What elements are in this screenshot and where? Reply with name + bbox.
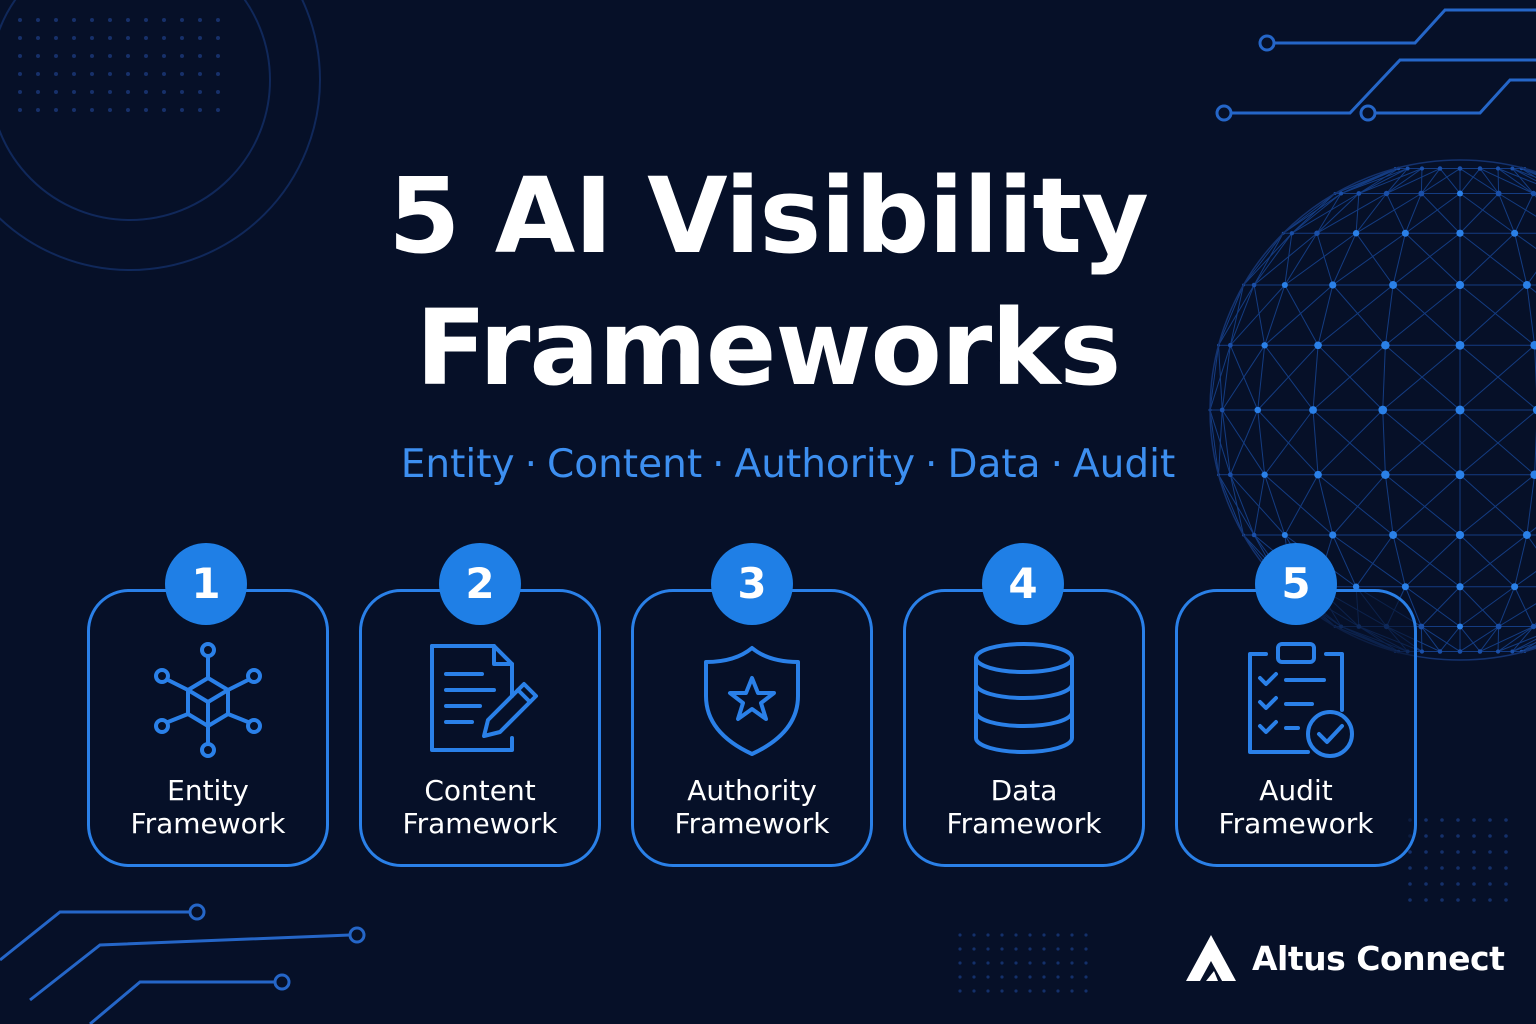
card-label-line-2: Framework xyxy=(674,807,830,840)
card-entity-framework: Entity Framework xyxy=(87,589,329,867)
database-icon xyxy=(974,642,1074,754)
card-label: Authority Framework xyxy=(634,774,870,840)
card-label-line-2: Framework xyxy=(130,807,286,840)
brand-name: Altus Connect xyxy=(1252,938,1505,978)
subtitle: Entity·Content·Authority·Data·Audit xyxy=(0,442,1536,487)
card-label: Data Framework xyxy=(906,774,1142,840)
card-label-line-2: Framework xyxy=(1218,807,1374,840)
subtitle-authority: Authority xyxy=(734,442,916,487)
card-content-framework: Content Framework xyxy=(359,589,601,867)
page-title: 5 AI Visibility Frameworks xyxy=(0,150,1536,414)
title-line-1: 5 AI Visibility xyxy=(388,155,1149,277)
card-label: Audit Framework xyxy=(1178,774,1414,840)
card-label-line-2: Framework xyxy=(402,807,558,840)
card-number-badge: 3 xyxy=(711,543,793,625)
subtitle-separator: · xyxy=(925,442,938,487)
card-number-badge: 1 xyxy=(165,543,247,625)
card-label-line-1: Audit xyxy=(1259,774,1333,807)
card-number-badge: 2 xyxy=(439,543,521,625)
card-authority-framework: Authority Framework xyxy=(631,589,873,867)
subtitle-data: Data xyxy=(947,442,1041,487)
document-pencil-icon xyxy=(430,644,538,752)
shield-star-icon xyxy=(704,646,800,756)
network-cube-icon xyxy=(154,642,262,758)
title-line-2: Frameworks xyxy=(415,287,1122,409)
card-label-line-2: Framework xyxy=(946,807,1102,840)
card-number-badge: 4 xyxy=(982,543,1064,625)
card-label-line-1: Entity xyxy=(167,774,249,807)
altus-logo-icon xyxy=(1186,935,1236,981)
card-label-line-1: Data xyxy=(990,774,1058,807)
card-label-line-1: Authority xyxy=(687,774,817,807)
subtitle-entity: Entity xyxy=(400,442,515,487)
card-data-framework: Data Framework xyxy=(903,589,1145,867)
card-label: Content Framework xyxy=(362,774,598,840)
subtitle-separator: · xyxy=(1050,442,1063,487)
card-label: Entity Framework xyxy=(90,774,326,840)
clipboard-check-icon xyxy=(1248,642,1354,758)
subtitle-separator: · xyxy=(524,442,537,487)
subtitle-audit: Audit xyxy=(1072,442,1176,487)
subtitle-separator: · xyxy=(712,442,725,487)
card-label-line-1: Content xyxy=(424,774,536,807)
brand: Altus Connect xyxy=(1184,930,1505,986)
subtitle-content: Content xyxy=(547,442,703,487)
card-number-badge: 5 xyxy=(1255,543,1337,625)
card-audit-framework: Audit Framework xyxy=(1175,589,1417,867)
